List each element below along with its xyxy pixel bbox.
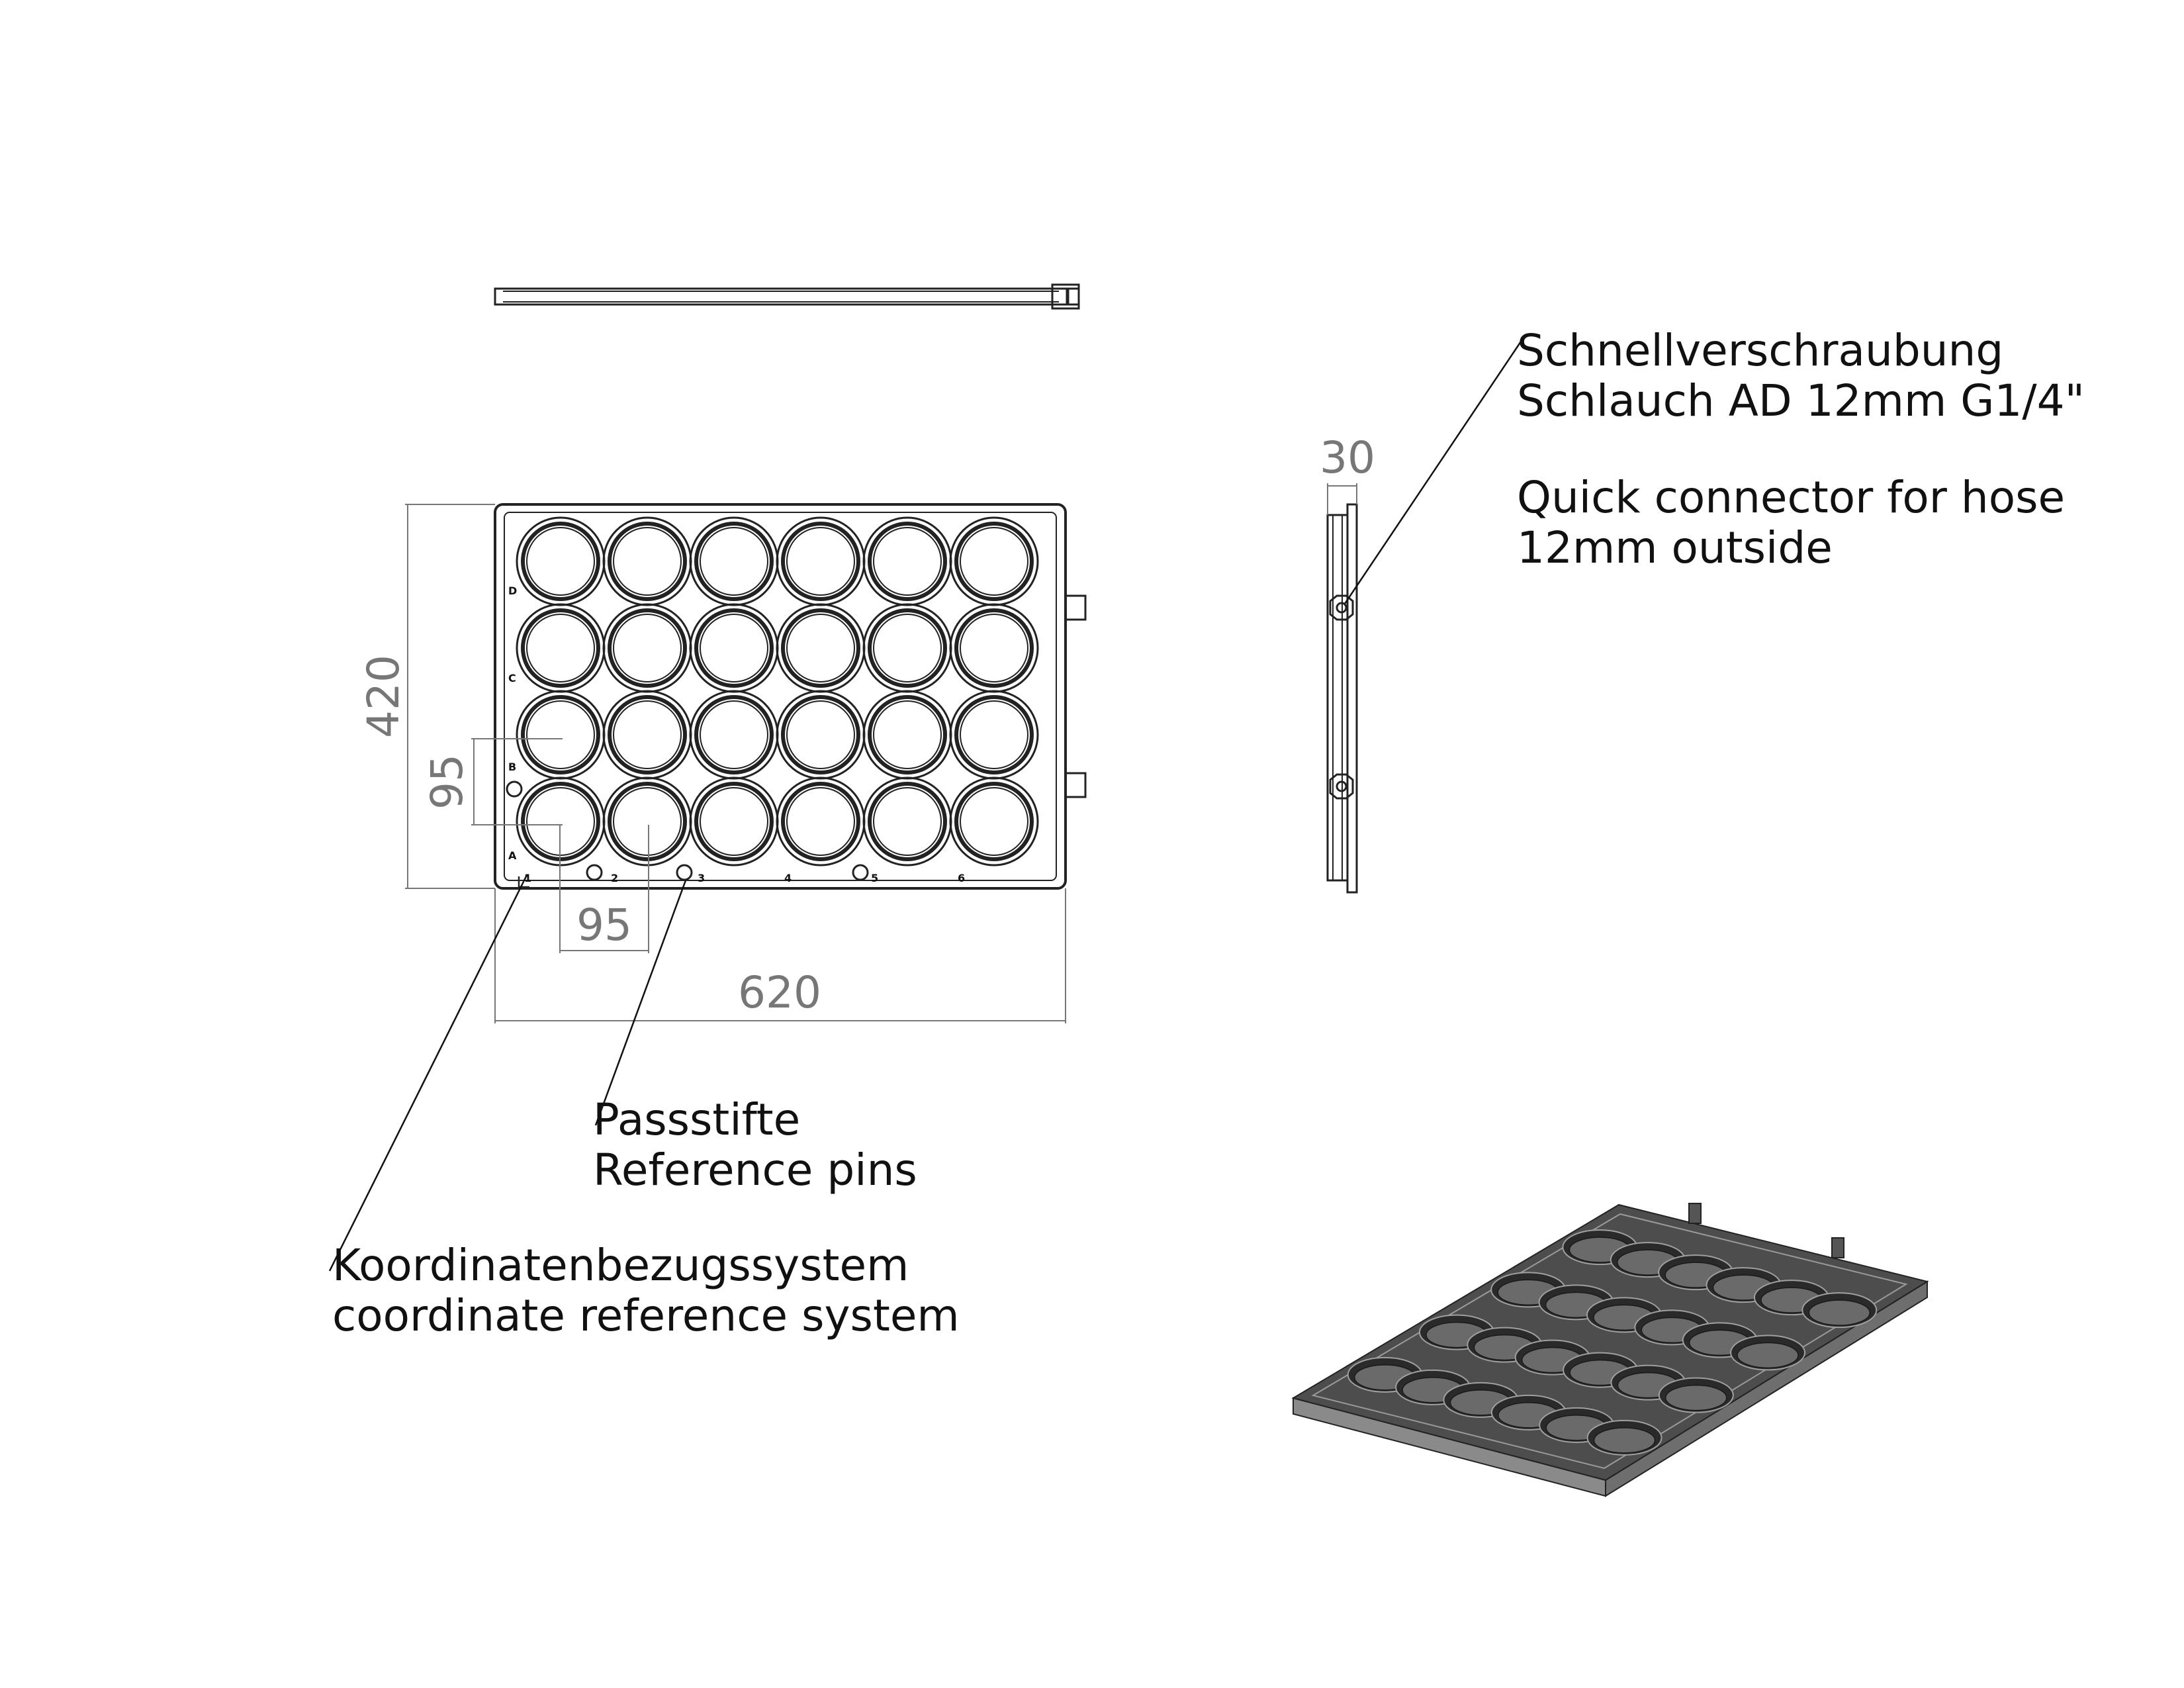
well-D6 [949, 516, 1039, 606]
column-label: 4 [784, 872, 792, 884]
well-D3 [689, 516, 779, 606]
well-D4 [776, 516, 866, 606]
iso-well [1586, 1419, 1662, 1456]
well-C6 [949, 603, 1039, 693]
well-B4 [776, 690, 866, 780]
column-label: 5 [871, 872, 878, 884]
iso-well [1801, 1292, 1878, 1329]
dimension-lines [405, 504, 1066, 1023]
dimension-pitch-vertical: 95 [422, 754, 473, 810]
iso-connector [1688, 1203, 1702, 1224]
column-label: 3 [698, 872, 705, 884]
dimension-pitch-horizontal: 95 [576, 900, 632, 951]
iso-well [1658, 1377, 1734, 1413]
iso-well [1682, 1322, 1758, 1358]
well-C2 [602, 603, 692, 693]
well-B3 [689, 690, 779, 780]
callout-reference-pins-line1: Passstifte [593, 1094, 800, 1145]
well-B2 [602, 690, 692, 780]
well-C1 [516, 603, 606, 693]
plate-outline [494, 503, 1067, 890]
dimension-height: 420 [358, 655, 409, 738]
isometric-view [1291, 1203, 1929, 1497]
well-C4 [776, 603, 866, 693]
front-view-plate: D C B A 1 2 3 4 5 6 [494, 503, 1087, 890]
well-A6 [949, 776, 1039, 867]
connector-stub-lower [1064, 772, 1087, 798]
side-connector-upper [1329, 594, 1354, 621]
reference-pin [586, 864, 603, 881]
well-D2 [602, 516, 692, 606]
column-label: 2 [611, 872, 618, 884]
callout-quick-connector-line4: 12mm outside [1517, 522, 1833, 573]
row-label: D [508, 585, 517, 597]
row-label: C [508, 672, 516, 684]
well-grid [516, 516, 1039, 867]
iso-well [1730, 1335, 1806, 1371]
well-D1 [516, 516, 606, 606]
connector-stub-upper [1064, 594, 1087, 621]
reference-pin [676, 864, 693, 881]
reference-pin [852, 864, 869, 881]
reference-pin [506, 780, 523, 798]
dimension-width: 620 [738, 967, 821, 1018]
well-B5 [862, 690, 952, 780]
iso-connector [1831, 1237, 1844, 1258]
column-label: 6 [958, 872, 965, 884]
row-labels: D C B A [508, 585, 517, 862]
callout-coordinate-system-line2: coordinate reference system [332, 1290, 960, 1341]
top-view [494, 283, 1080, 310]
callout-coordinate-system-line1: Koordinatenbezugssystem [332, 1240, 909, 1291]
iso-well-grid [1347, 1229, 1878, 1456]
callout-quick-connector-line3: Quick connector for hose [1517, 472, 2065, 523]
side-view [1326, 503, 1358, 894]
leader-lines [328, 341, 1522, 1272]
well-B1 [516, 690, 606, 780]
column-label: 1 [524, 872, 531, 884]
side-dimension-lines [1327, 483, 1357, 515]
row-label: B [508, 761, 516, 773]
column-labels: 1 2 3 4 5 6 [524, 872, 965, 884]
well-D5 [862, 516, 952, 606]
callout-reference-pins-line2: Reference pins [593, 1145, 917, 1196]
well-A2 [602, 776, 692, 867]
well-A3 [689, 776, 779, 867]
callout-quick-connector-line2: Schlauch AD 12mm G1/4" [1517, 375, 2085, 426]
callout-quick-connector-line1: Schnellverschraubung [1517, 325, 2003, 376]
plate-inner-outline [504, 512, 1057, 881]
well-C3 [689, 603, 779, 693]
side-connector-lower [1329, 773, 1354, 800]
well-B6 [949, 690, 1039, 780]
row-label: A [508, 849, 517, 862]
well-A4 [776, 776, 866, 867]
well-C5 [862, 603, 952, 693]
well-A5 [862, 776, 952, 867]
dimension-thickness: 30 [1320, 432, 1375, 483]
